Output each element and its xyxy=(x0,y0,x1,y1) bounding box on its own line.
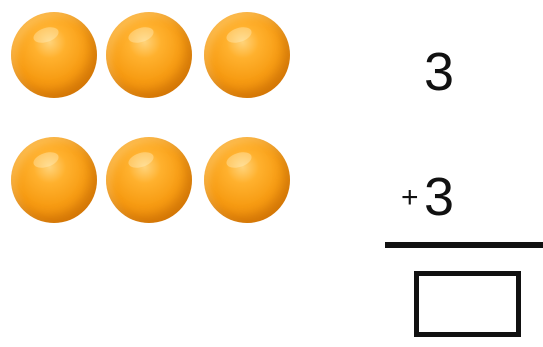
plus-sign: + xyxy=(401,181,419,214)
orange-group xyxy=(0,0,320,230)
orange-icon xyxy=(11,12,97,98)
orange-icon xyxy=(106,137,192,223)
answer-box[interactable] xyxy=(414,271,521,337)
orange-icon xyxy=(106,12,192,98)
bottom-addend: 3 xyxy=(424,167,455,227)
addition-problem: 3 + 3 xyxy=(383,0,543,347)
orange-icon xyxy=(11,137,97,223)
orange-icon xyxy=(204,12,290,98)
sum-line xyxy=(385,242,543,248)
orange-icon xyxy=(204,137,290,223)
top-addend: 3 xyxy=(424,42,455,102)
